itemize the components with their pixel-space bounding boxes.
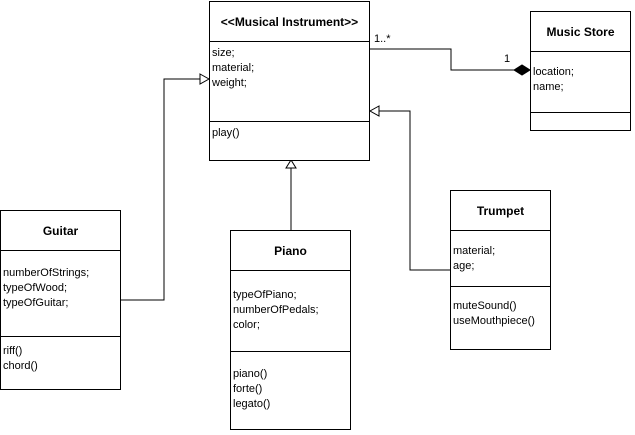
multiplicity-store: 1 (504, 53, 511, 65)
method: piano() (233, 368, 268, 380)
attributes-section: numberOfStrings; typeOfWood; typeOfGuita… (1, 251, 120, 336)
method: legato() (233, 398, 271, 410)
class-title: <<Musical Instrument>> (210, 2, 369, 42)
class-title: Guitar (1, 211, 120, 251)
piano-generalization-arrow (285, 159, 297, 169)
attribute: numberOfPedals; (233, 304, 319, 316)
attribute: material; (453, 245, 496, 257)
attribute: size; (212, 47, 235, 59)
composition-diamond (513, 64, 531, 76)
attribute: typeOfWood; (3, 282, 67, 294)
class-title: Piano (231, 231, 350, 271)
method: useMouthpiece() (453, 315, 535, 327)
methods-section (531, 112, 630, 130)
methods-section: riff() chord() (1, 336, 120, 374)
attribute: typeOfGuitar; (3, 297, 69, 309)
class-guitar[interactable]: Guitar numberOfStrings; typeOfWood; type… (0, 210, 121, 390)
method: forte() (233, 383, 263, 395)
guitar-generalization-line (121, 78, 200, 301)
method: chord() (3, 360, 38, 372)
attribute: typeOfPiano; (233, 289, 297, 301)
methods-section: play() (210, 121, 369, 141)
trumpet-generalization-arrow (368, 105, 380, 117)
attribute: age; (453, 260, 475, 272)
class-title: Music Store (531, 12, 630, 52)
attributes-section: material; age; (451, 231, 550, 286)
multiplicity-instrument: 1..* (374, 33, 391, 45)
attributes-section: location; name; (531, 52, 630, 112)
guitar-generalization-arrow (199, 73, 211, 85)
attribute: color; (233, 319, 260, 331)
attribute: numberOfStrings; (3, 267, 90, 279)
trumpet-generalization-line (379, 110, 450, 271)
attributes-section: typeOfPiano; numberOfPedals; color; (231, 271, 350, 351)
attribute: weight; (212, 77, 247, 89)
attribute: material; (212, 62, 255, 74)
class-music-store[interactable]: Music Store location; name; (530, 11, 631, 131)
composition-line (370, 48, 514, 71)
class-musical-instrument[interactable]: <<Musical Instrument>> size; material; w… (209, 1, 370, 161)
methods-section: muteSound() useMouthpiece() (451, 286, 550, 329)
class-piano[interactable]: Piano typeOfPiano; numberOfPedals; color… (230, 230, 351, 430)
class-trumpet[interactable]: Trumpet material; age; muteSound() useMo… (450, 190, 551, 350)
attribute: name; (533, 81, 564, 93)
method: muteSound() (453, 300, 517, 312)
attribute: location; (533, 66, 574, 78)
method: play() (212, 127, 240, 139)
class-title: Trumpet (451, 191, 550, 231)
methods-section: piano() forte() legato() (231, 351, 350, 412)
method: riff() (3, 345, 23, 357)
attributes-section: size; material; weight; (210, 42, 369, 121)
